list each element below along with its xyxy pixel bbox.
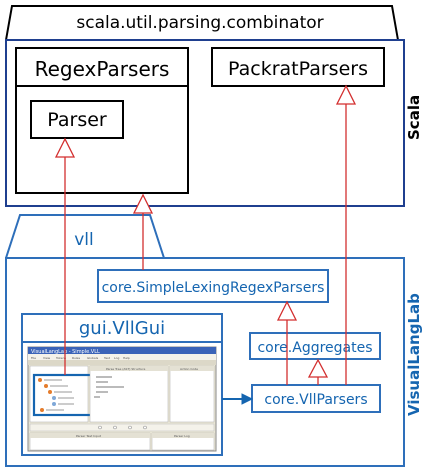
packrat-parsers-label: PackratParsers <box>228 58 368 80</box>
aggregates-label: core.Aggregates <box>257 340 372 356</box>
inheritance-arrowhead <box>307 358 329 378</box>
vll-package: vll VisualLangLab core.SimpleLexingRegex… <box>5 214 423 467</box>
inheritance-arrowhead <box>276 300 298 321</box>
thumbnail-menu-bar <box>28 354 216 360</box>
thumbnail-ast-header: Parse Tree (AST) Structure <box>106 367 146 371</box>
thumbnail-toolbar <box>28 360 216 365</box>
relationships <box>54 84 357 405</box>
thumbnail-menu-item: Test <box>103 356 111 360</box>
vll-package-tab-label: vll <box>74 230 94 250</box>
aggregates-class <box>249 332 381 360</box>
thumbnail-menu-item: Rules <box>72 356 81 360</box>
vll-package-side-label: VisualLangLab <box>405 293 423 416</box>
scala-package-tab <box>5 5 399 41</box>
thumbnail-tree-nodes <box>38 378 74 412</box>
thumbnail-menu: File View Tokens Rules Globals Test Log … <box>31 356 130 360</box>
thumbnail-menu-item: File <box>31 356 36 360</box>
scala-package: scala.util.parsing.combinator Scala Rege… <box>5 5 423 207</box>
thumbnail-menu-item: Log <box>114 356 119 360</box>
gui-label: gui.VllGui <box>79 318 165 339</box>
association-arrowhead <box>241 393 254 405</box>
packrat-parsers-class <box>211 47 385 87</box>
thumbnail-title-bar <box>28 347 216 354</box>
thumbnail-test-input-header: Parser Test Input <box>76 434 102 438</box>
scala-package-tab-label: scala.util.parsing.combinator <box>76 13 323 33</box>
thumbnail-action-pane <box>169 365 215 423</box>
vll-parsers-class <box>251 384 381 413</box>
parser-class <box>30 100 124 139</box>
vll-package-tab <box>5 214 165 259</box>
thumbnail-ast-pane <box>89 365 169 423</box>
thumbnail-action-header: Action Code <box>180 367 198 371</box>
parser-label: Parser <box>47 109 107 131</box>
thumbnail-menu-item: Tokens <box>55 356 67 360</box>
scala-package-side-label: Scala <box>405 95 423 140</box>
app-screenshot-thumbnail: VisualLangLab - Simple.VLL File View Tok… <box>27 346 217 452</box>
inheritance-arrowhead <box>335 84 357 105</box>
thumbnail-menu-item: View <box>43 356 51 360</box>
thumbnail-menu-item: Help <box>123 356 130 360</box>
thumbnail-log-header: Parser Log <box>174 434 190 438</box>
thumbnail-menu-item: Globals <box>87 356 99 360</box>
inheritance-arrowhead <box>54 137 76 158</box>
simple-lexing-class <box>97 269 329 303</box>
simple-lexing-label: core.SimpleLexingRegexParsers <box>102 280 325 296</box>
vll-parsers-label: core.VllParsers <box>264 392 367 408</box>
inheritance-arrowhead <box>132 193 154 214</box>
regex-parsers-label: RegexParsers <box>35 57 170 81</box>
